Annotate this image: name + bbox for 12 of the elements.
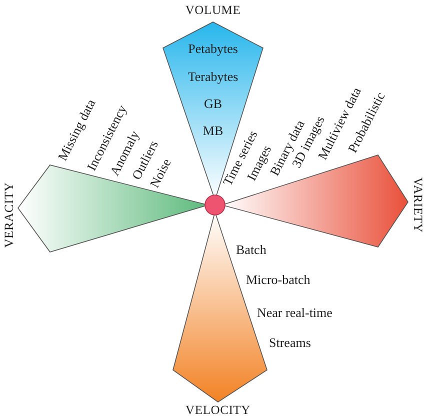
item-label: Micro-batch (246, 273, 310, 287)
item-label: Petabytes (188, 42, 238, 56)
item-label: Terabytes (188, 70, 238, 84)
item-label: GB (204, 97, 222, 111)
axis-heading: VERACITY (2, 182, 16, 248)
axis-heading: VELOCITY (186, 403, 250, 417)
item-label: Batch (236, 243, 266, 257)
item-label: Streams (269, 336, 311, 350)
axis-heading: VOLUME (185, 3, 241, 17)
item-label: Near real-time (257, 306, 332, 320)
item-label: MB (202, 124, 224, 138)
axis-heading: VARIETY (411, 177, 425, 233)
